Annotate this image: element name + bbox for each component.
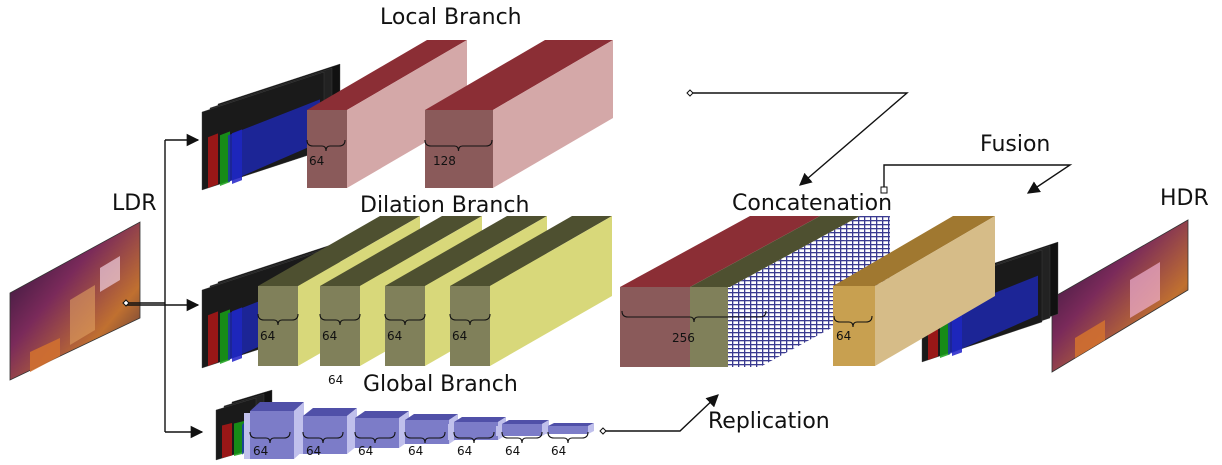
local-brace-1 [306,139,346,152]
fusion-brace [833,315,873,328]
dilation-brace-4 [449,313,491,326]
fusion-label: Fusion [980,132,1050,157]
local-branch-label: Local Branch [380,5,522,30]
dilation-brace-3 [384,313,426,326]
global-channel-5: 64 [457,444,472,458]
dilation-brace-2 [319,313,361,326]
global-brace-7 [547,431,589,444]
global-channel-2: 64 [306,444,321,458]
hdr-label: HDR [1160,186,1209,211]
hdr-output-image [1051,219,1189,373]
global-brace-6 [501,431,543,444]
local-brace-2 [424,139,493,152]
local-input-feature-maps [201,63,341,191]
global-brace-4 [404,431,446,444]
global-channel-7: 64 [551,444,566,458]
global-block-1 [244,402,304,459]
global-channel-1: 64 [253,444,268,458]
replication-label: Replication [708,409,830,434]
concatenation-label: Concatenation [732,191,892,216]
global-channel-3: 64 [358,444,373,458]
global-brace-2 [302,431,344,444]
fusion-block [833,216,995,366]
ldr-label: LDR [112,191,156,216]
local-channel-2: 128 [433,154,456,168]
concat-brace [621,310,767,323]
local-block-2 [425,40,613,188]
local-block-1 [307,40,467,188]
connectors [126,92,1073,439]
dilation-channel-4: 64 [452,329,467,343]
dilation-brace-1 [257,313,299,326]
channel-labels: 64 128 64 64 64 64 64 64 64 64 64 64 64 64 256 64 [253,154,851,458]
fusion-output-feature-maps [921,241,1059,363]
global-channel-6: 64 [505,444,520,458]
global-brace-3 [354,431,396,444]
arrow-replication [603,394,719,432]
global-branch-label: Global Branch [363,372,518,397]
global-channel-4: 64 [408,444,423,458]
concat-block [620,216,890,367]
global-block-7 [542,423,594,434]
arrow-local-to-concat [690,92,909,186]
local-channel-1: 64 [309,154,324,168]
global-brace-5 [453,431,495,444]
arrow-fusion [883,164,1073,194]
dilation-channel-3: 64 [387,329,402,343]
global-brace-1 [249,431,291,444]
dilation-channel-2: 64 [322,329,337,343]
concat-channel: 256 [672,331,695,345]
dilation-channel-1: 64 [260,329,275,343]
ldr-input-image [9,221,141,381]
channel-braces [249,139,873,444]
fusion-channel: 64 [836,329,851,343]
layer-blocks [244,40,995,459]
dilation-block-4 [450,216,612,366]
dilation-branch-label: Dilation Branch [360,193,529,218]
dilation-below-channel: 64 [328,373,343,387]
